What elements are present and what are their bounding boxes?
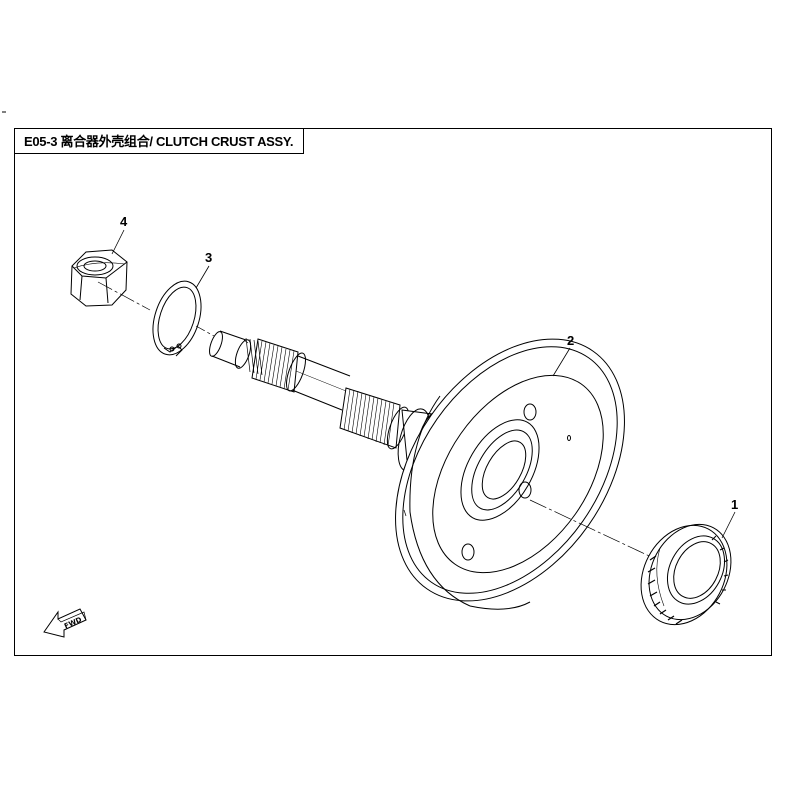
callout-2: 2	[567, 333, 574, 348]
fwd-arrow-icon	[43, 608, 87, 638]
diagram-frame	[14, 128, 772, 656]
part-4-hex-nut	[70, 249, 128, 307]
part-1-one-way-clutch	[640, 523, 732, 626]
title-box: E05-3 离合器外壳组合/ CLUTCH CRUST ASSY.	[14, 128, 305, 154]
leader-1	[721, 511, 736, 539]
part-2-clutch-drum	[395, 338, 625, 610]
leader-4	[111, 229, 125, 255]
part-3-circlip	[152, 280, 202, 357]
centerline-clip	[195, 325, 215, 337]
diagram-title: E05-3 离合器外壳组合/ CLUTCH CRUST ASSY.	[24, 134, 294, 149]
leader-3	[195, 265, 210, 289]
callout-1: 1	[731, 497, 738, 512]
callout-3: 3	[205, 250, 212, 265]
centerline-nut	[97, 281, 151, 311]
centerline-drum	[529, 499, 663, 563]
leader-2	[552, 347, 571, 377]
callout-4: 4	[120, 214, 128, 229]
